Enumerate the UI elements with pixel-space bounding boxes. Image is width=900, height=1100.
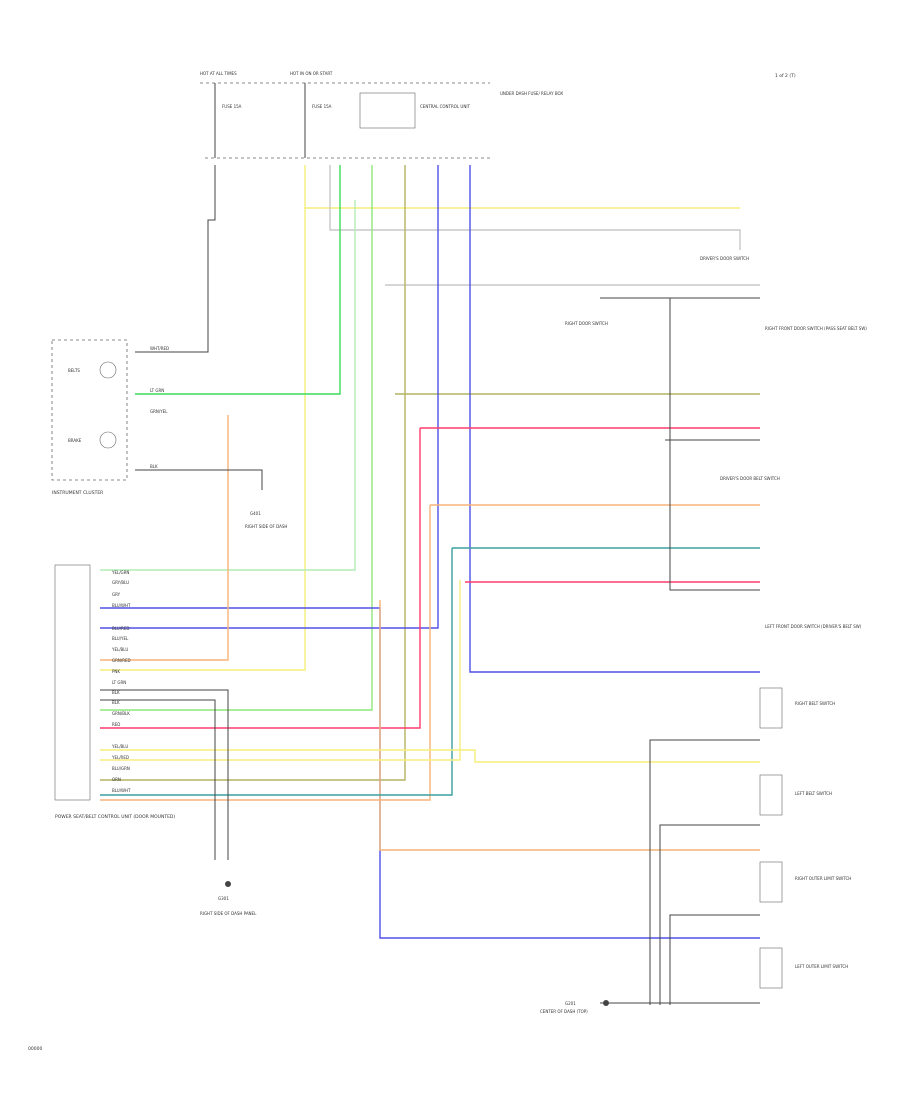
module-wire-12: GRN/BLK: [112, 711, 130, 716]
wire-black-bottom: [600, 739, 760, 1005]
control-unit-box: [359, 92, 416, 129]
brake-indicator: [99, 431, 117, 449]
fuse1-label: FUSE 15A: [222, 104, 242, 109]
lower-ground-note: RIGHT SIDE OF DASH PANEL: [200, 911, 257, 916]
cluster-label: INSTRUMENT CLUSTER: [52, 490, 103, 496]
wire-teal: [100, 547, 760, 796]
module-wire-6: YEL/BLU: [111, 647, 128, 652]
lower-ground-symbol: [225, 881, 231, 887]
module-label: POWER SEAT/BELT CONTROL UNIT (DOOR MOUNT…: [55, 814, 175, 820]
wire-gray-1: [329, 165, 741, 250]
limit1-label: RIGHT BELT SWITCH: [795, 701, 835, 706]
wire-blue-1: [100, 165, 439, 629]
wire-green: [135, 165, 341, 395]
wire-black-main: [135, 165, 216, 353]
bottom-ground-label: G201: [565, 1001, 576, 1006]
cluster-part-belts: BELTS: [68, 368, 80, 373]
fuse2-label: FUSE 15A: [312, 104, 332, 109]
wire-black-module: [100, 689, 229, 860]
wire-yellow-2: [100, 749, 760, 763]
ground-label: G401: [250, 511, 261, 516]
module-wire-15: YEL/RED: [111, 755, 129, 760]
cluster-part-brake: BRAKE: [68, 438, 82, 443]
module-wire-4: BLU/RED: [112, 626, 129, 631]
corner-label: 1 of 2 (T): [775, 73, 796, 79]
wire-orange-1: [100, 504, 760, 801]
limit4-label: LEFT OUTER LIMIT SWITCH: [795, 964, 848, 969]
center-note: RIGHT DOOR SWITCH: [565, 321, 608, 326]
module-wire-5: BLU/YEL: [112, 636, 129, 641]
bottom-ground-symbol: [603, 1000, 609, 1006]
module-wire-11: BLK: [112, 700, 120, 705]
module-wire-9: LT GRN: [112, 680, 126, 685]
cluster-wire-1: LT GRN: [150, 388, 164, 393]
cluster-wire-2: GRN/YEL: [150, 409, 168, 414]
module-wire-10: BLK: [112, 690, 120, 695]
limit2-box: [759, 774, 783, 816]
wire-black-right: [600, 297, 760, 591]
wire-olive: [100, 165, 760, 781]
lower-ground-label: G301: [218, 896, 229, 901]
module-wire-0: YEL/GRN: [111, 570, 129, 575]
module-wire-16: BLU/GRN: [112, 766, 130, 771]
switch4-label: LEFT FRONT DOOR SWITCH (DRIVER'S BELT SW…: [765, 624, 862, 629]
hot-label: HOT AT ALL TIMES: [200, 71, 237, 76]
instrument-cluster-box: [51, 339, 128, 481]
cluster-wire-3: BLK: [150, 464, 158, 469]
right-module-label: RIGHT FRONT DOOR SWITCH (PASS SEAT BELT …: [765, 326, 867, 331]
relay-box-label: UNDER DASH FUSE/ RELAY BOX: [500, 91, 563, 96]
module-wire-2: GRY: [112, 592, 121, 597]
wire-orange-2: [100, 415, 229, 661]
module-wire-8: PNK: [112, 669, 120, 674]
cluster-wire-0: WHT/RED: [150, 346, 169, 351]
wire-black-cluster: [135, 469, 263, 490]
wire-red-1: [100, 427, 760, 729]
ground-note: RIGHT SIDE OF DASH: [245, 524, 287, 529]
switch1-label: DRIVER'S DOOR SWITCH: [700, 256, 749, 261]
limit1-box: [759, 687, 783, 729]
wire-yellow-top: [100, 165, 740, 671]
module-wire-17: ORN: [112, 777, 121, 782]
wire-lt-green: [100, 165, 373, 711]
wire-pale-green: [100, 200, 356, 571]
switch3-label: DRIVER'S DOOR BELT SWITCH: [720, 476, 780, 481]
module-wire-18: BLU/WHT: [112, 788, 131, 793]
module-wire-13: RED: [112, 722, 120, 727]
wire-orange-3: [379, 600, 760, 851]
ign-label: HOT IN ON OR START: [290, 71, 333, 76]
belts-indicator: [99, 361, 117, 379]
module-wire-7: GRN/RED: [112, 658, 131, 663]
control-unit-label: CENTRAL CONTROL UNIT: [420, 104, 471, 109]
control-module-box: [54, 564, 91, 801]
module-wire-14: YEL/BLU: [111, 744, 128, 749]
module-wire-3: BLU/WHT: [112, 603, 131, 608]
limit2-label: LEFT BELT SWITCH: [795, 791, 832, 796]
limit3-box: [759, 861, 783, 903]
module-wire-1: GRY/BLU: [112, 580, 129, 585]
footer-code: 00000: [28, 1046, 42, 1052]
wire-blue-2: [469, 165, 760, 673]
wire-yellow-3: [100, 580, 461, 761]
bottom-ground-note: CENTER OF DASH (TOP): [540, 1009, 588, 1014]
limit4-box: [759, 947, 783, 989]
limit3-label: RIGHT OUTER LIMIT SWITCH: [795, 876, 851, 881]
